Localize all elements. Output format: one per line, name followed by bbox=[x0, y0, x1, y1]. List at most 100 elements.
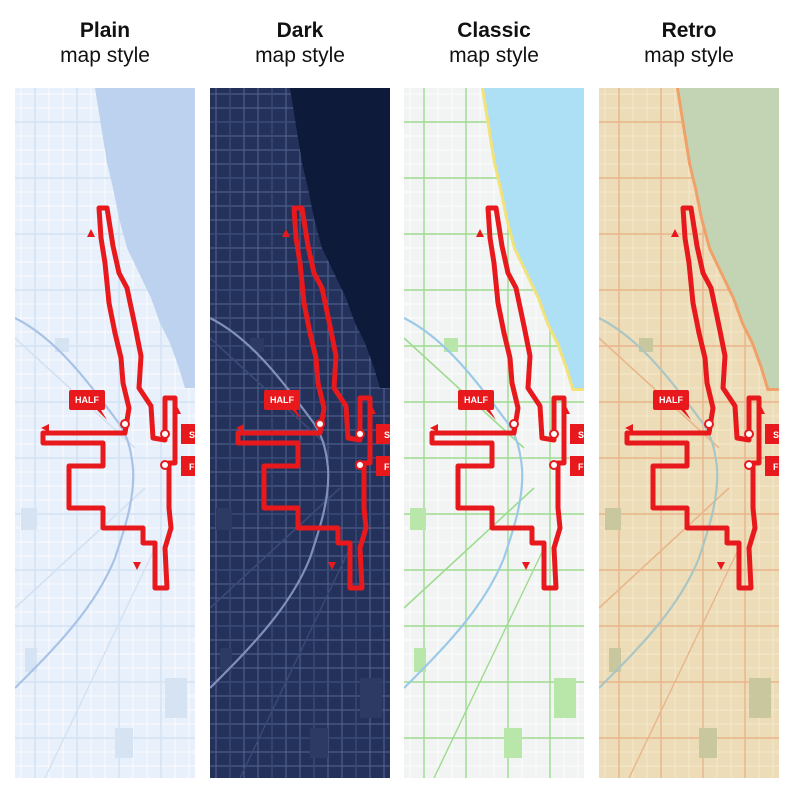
start-badge bbox=[376, 424, 390, 444]
direction-arrow bbox=[133, 562, 141, 570]
waypoint-marker bbox=[355, 460, 365, 470]
direction-arrow bbox=[236, 424, 244, 432]
half-badge bbox=[264, 390, 300, 410]
half-marker: HALF bbox=[458, 390, 496, 420]
arterial-grid bbox=[15, 88, 195, 778]
finish-marker: F bbox=[765, 456, 779, 476]
lake-water bbox=[290, 88, 390, 388]
river bbox=[15, 317, 135, 689]
direction-arrow bbox=[717, 562, 725, 570]
style-title: Retro bbox=[661, 19, 717, 42]
map-canvas: HALF S F bbox=[599, 88, 779, 778]
start-marker: S bbox=[376, 424, 390, 444]
park-area bbox=[310, 728, 328, 758]
half-label: HALF bbox=[464, 395, 488, 405]
park-area bbox=[216, 508, 232, 530]
half-badge-pointer bbox=[486, 410, 496, 420]
direction-arrow bbox=[173, 406, 181, 414]
river bbox=[210, 317, 330, 689]
half-label: HALF bbox=[659, 395, 683, 405]
style-subtitle: map style bbox=[60, 44, 150, 67]
waypoint-marker bbox=[120, 419, 130, 429]
map-panel-plain[interactable]: HALF S F bbox=[15, 88, 195, 778]
start-badge bbox=[570, 424, 584, 444]
style-header: Plain map style bbox=[15, 18, 195, 68]
start-label: S bbox=[773, 430, 779, 440]
park-area bbox=[699, 728, 717, 758]
diagonal-road bbox=[15, 487, 146, 609]
waypoint-marker bbox=[355, 429, 365, 439]
waypoint-marker bbox=[549, 429, 559, 439]
half-marker: HALF bbox=[653, 390, 691, 420]
finish-label: F bbox=[189, 462, 195, 472]
park-area bbox=[609, 648, 621, 672]
waypoint-marker bbox=[509, 419, 519, 429]
start-label: S bbox=[384, 430, 390, 440]
finish-marker: F bbox=[181, 456, 195, 476]
marathon-route bbox=[429, 205, 567, 591]
waypoint-marker bbox=[315, 419, 325, 429]
park-area bbox=[554, 678, 576, 718]
start-marker: S bbox=[765, 424, 779, 444]
start-marker: S bbox=[181, 424, 195, 444]
style-subtitle: map style bbox=[449, 44, 539, 67]
park-area bbox=[410, 508, 426, 530]
diagonal-road bbox=[628, 547, 740, 778]
marathon-route bbox=[235, 205, 373, 591]
park-area bbox=[115, 728, 133, 758]
direction-arrow bbox=[625, 424, 633, 432]
direction-arrow bbox=[671, 229, 679, 237]
half-badge-pointer bbox=[97, 410, 107, 420]
half-badge bbox=[458, 390, 494, 410]
park-area bbox=[414, 648, 426, 672]
half-label: HALF bbox=[270, 395, 294, 405]
direction-arrow bbox=[87, 229, 95, 237]
waypoint-marker bbox=[704, 419, 714, 429]
waypoint-marker bbox=[160, 429, 170, 439]
marathon-route bbox=[624, 205, 762, 591]
style-subtitle: map style bbox=[644, 44, 734, 67]
finish-badge bbox=[376, 456, 390, 476]
style-header: Classic map style bbox=[404, 18, 584, 68]
lake-water bbox=[484, 88, 584, 388]
park-area bbox=[165, 678, 187, 718]
finish-marker: F bbox=[570, 456, 584, 476]
lake-water bbox=[95, 88, 195, 388]
park-area bbox=[21, 508, 37, 530]
park-area bbox=[749, 678, 771, 718]
map-canvas: HALF S F bbox=[15, 88, 195, 778]
park-area bbox=[220, 648, 232, 672]
waypoint-marker bbox=[744, 429, 754, 439]
start-badge bbox=[765, 424, 779, 444]
marathon-route bbox=[40, 205, 178, 591]
direction-arrow bbox=[328, 562, 336, 570]
direction-arrow bbox=[476, 229, 484, 237]
diagonal-road bbox=[433, 547, 545, 778]
direction-arrow bbox=[757, 406, 765, 414]
half-marker: HALF bbox=[69, 390, 107, 420]
river bbox=[404, 317, 524, 689]
style-title: Dark bbox=[276, 19, 324, 42]
style-title: Classic bbox=[457, 19, 531, 42]
direction-arrow bbox=[282, 229, 290, 237]
map-panel-classic[interactable]: HALF S F bbox=[404, 88, 584, 778]
park-area bbox=[25, 648, 37, 672]
direction-arrow bbox=[368, 406, 376, 414]
start-label: S bbox=[578, 430, 584, 440]
river bbox=[599, 317, 719, 689]
map-panel-retro[interactable]: HALF S F bbox=[599, 88, 779, 778]
style-title: Plain bbox=[79, 19, 131, 42]
finish-badge bbox=[181, 456, 195, 476]
start-marker: S bbox=[570, 424, 584, 444]
start-label: S bbox=[189, 430, 195, 440]
finish-label: F bbox=[773, 462, 779, 472]
finish-badge bbox=[765, 456, 779, 476]
map-canvas: HALF S F bbox=[404, 88, 584, 778]
direction-arrow bbox=[562, 406, 570, 414]
waypoint-marker bbox=[549, 460, 559, 470]
style-subtitle: map style bbox=[255, 44, 345, 67]
waypoint-marker bbox=[160, 460, 170, 470]
park-area bbox=[605, 508, 621, 530]
